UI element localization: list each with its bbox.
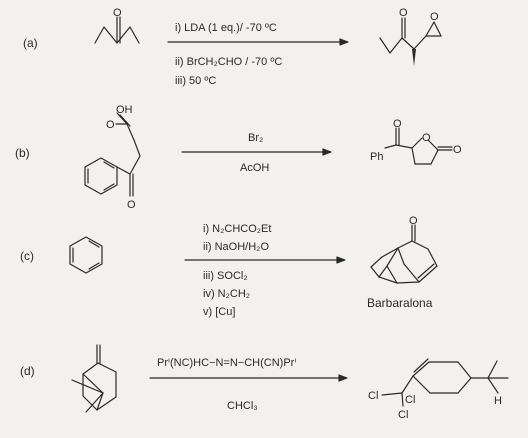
atom-label: OH xyxy=(116,104,133,116)
atom-label: O xyxy=(393,118,402,130)
atom-label: Cl xyxy=(398,409,408,421)
atom-label: Ph xyxy=(370,151,383,163)
reaction-label-a: (a) xyxy=(23,36,38,50)
atom-label: O xyxy=(127,199,136,211)
reaction-arrow-a xyxy=(167,38,349,46)
reaction-arrow-b xyxy=(181,148,332,156)
atom-label: Cl xyxy=(368,390,378,402)
condition-c-below-2: iv) N₂CH₂ xyxy=(203,288,250,300)
atom-label: O xyxy=(106,119,115,131)
atom-label: O xyxy=(399,7,408,19)
condition-d-below-1: CHCl₃ xyxy=(227,400,258,412)
atom-label: H xyxy=(494,395,502,407)
condition-c-below-3: v) [Cu] xyxy=(203,306,235,318)
condition-c-above-1: i) N₂CHCO₂Et xyxy=(203,223,271,235)
reaction-label-b: (b) xyxy=(15,146,30,160)
product-c-structure xyxy=(370,224,438,284)
reaction-label-d: (d) xyxy=(20,364,35,378)
reactant-a-structure xyxy=(94,16,140,44)
condition-b-below-1: AcOH xyxy=(240,162,269,174)
product-a-structure xyxy=(379,17,442,54)
atom-label: O xyxy=(453,144,462,156)
product-name-c: Barbaralona xyxy=(367,296,433,310)
reactant-c-structure xyxy=(69,236,103,274)
condition-b-above-1: Br₂ xyxy=(248,132,263,144)
condition-c-above-2: ii) NaOH/H₂O xyxy=(203,241,269,253)
reaction-arrow-d xyxy=(149,374,348,382)
wedge-bond-a xyxy=(412,49,416,66)
condition-a-below-2: iii) 50 ºC xyxy=(175,75,216,87)
condition-c-below-1: iii) SOCl₂ xyxy=(203,270,248,282)
condition-a-above-1: i) LDA (1 eq.)/ -70 ºC xyxy=(175,22,277,34)
atom-label: O xyxy=(430,11,439,23)
atom-label: O xyxy=(409,215,418,227)
condition-d-above-1: Prⁱ(NC)HC−N=N−CH(CN)Prⁱ xyxy=(157,357,296,369)
atom-label: Cl xyxy=(405,394,415,406)
reactant-b-structure xyxy=(84,112,141,197)
reaction-arrow-c xyxy=(184,256,346,264)
reactant-d-structure xyxy=(71,344,117,413)
atom-label: O xyxy=(422,132,431,144)
reaction-label-c: (c) xyxy=(20,249,34,263)
product-d-structure xyxy=(381,358,509,407)
atom-label: O xyxy=(113,7,122,19)
product-b-structure xyxy=(384,127,453,165)
condition-a-below-1: ii) BrCH₂CHO / -70 ºC xyxy=(175,56,282,68)
